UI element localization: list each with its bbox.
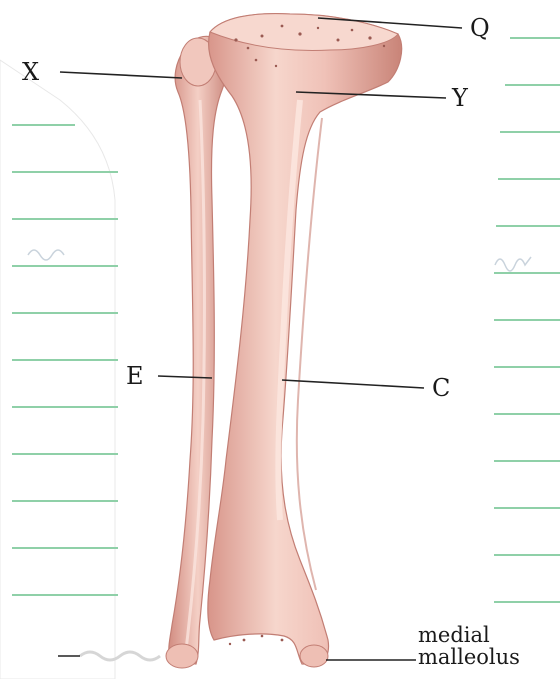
- tibia-body: [208, 14, 402, 664]
- tibia-bone: [208, 14, 402, 667]
- label-e: E: [126, 364, 144, 388]
- right-ruled-lines: [494, 38, 560, 602]
- label-medial-line1: medial: [418, 624, 558, 646]
- label-c: C: [432, 376, 450, 400]
- left-paper-edge: [0, 60, 115, 679]
- medial-malleolus: [300, 645, 328, 667]
- label-y: Y: [452, 86, 468, 110]
- tibia-shadow-edge: [297, 118, 322, 590]
- label-medial-malleolus: medial malleolus: [418, 624, 558, 668]
- label-medial-line2: malleolus: [418, 646, 558, 668]
- leader-c: [282, 380, 424, 388]
- lateral-malleolus: [166, 644, 198, 668]
- label-x: X: [22, 60, 39, 84]
- label-q: Q: [470, 16, 490, 40]
- leader-x: [60, 72, 182, 78]
